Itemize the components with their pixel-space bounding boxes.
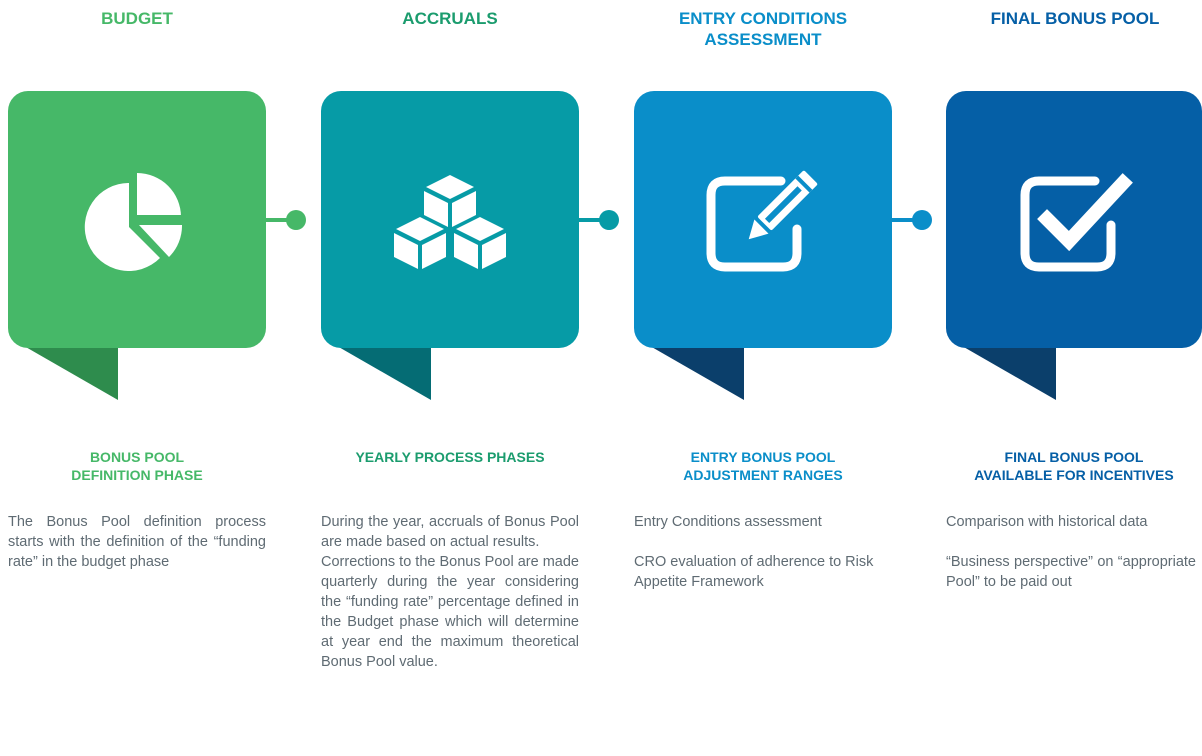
description-paragraph: Entry Conditions assessment [634,514,822,530]
cubes-icon [394,175,506,269]
description-paragraph: The Bonus Pool definition process starts… [8,514,266,570]
phase-description: Comparison with historical data “Busines… [946,512,1196,592]
description-paragraph: “Business perspective” on “appropriate P… [946,554,1196,590]
connector-dot [912,210,932,230]
connector-dot [286,210,306,230]
tile-tail [24,346,118,400]
tile-tail [962,346,1056,400]
description-paragraph: During the year, accruals of Bonus Pool … [321,514,579,550]
phase-tile [8,91,266,348]
phase-tile [321,91,579,348]
phase-subtitle: FINAL BONUS POOL AVAILABLE FOR INCENTIVE… [974,449,1174,483]
description-paragraph: Comparison with historical data [946,514,1148,530]
connector-line [579,218,609,222]
tile-tail [650,346,744,400]
phase-description: During the year, accruals of Bonus Pool … [321,512,579,672]
phase-title: BUDGET [101,9,173,28]
description-paragraph: CRO evaluation of adherence to Risk Appe… [634,554,874,590]
phase-title: FINAL BONUS POOL [990,9,1160,28]
phase-description: The Bonus Pool definition process starts… [8,512,266,572]
connector-line [266,218,296,222]
phase-tile [946,91,1202,348]
phase-title: ACCRUALS [402,9,498,28]
phase-description: Entry Conditions assessment CRO evaluati… [634,512,892,592]
connector-dot [599,210,619,230]
phase-subtitle: BONUS POOL DEFINITION PHASE [71,449,203,483]
tile-tail [337,346,431,400]
phase-subtitle: YEARLY PROCESS PHASES [355,449,545,465]
checkbox-check-icon [1020,173,1133,272]
phase-title: ENTRY CONDITIONS ASSESSMENT [678,9,848,49]
description-paragraph: Corrections to the Bonus Pool are made q… [321,554,579,670]
edit-pencil-icon [706,170,818,272]
pie-chart-icon [84,173,183,271]
phase-subtitle: ENTRY BONUS POOL ADJUSTMENT RANGES [683,449,843,483]
connector-line [892,218,922,222]
